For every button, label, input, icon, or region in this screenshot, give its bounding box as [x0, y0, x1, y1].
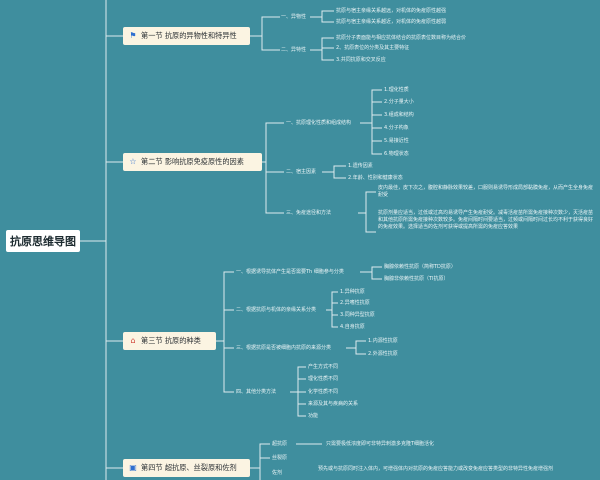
bookmark-icon: ▣ — [129, 463, 137, 472]
s3-branch-3[interactable]: 三、根据抗原是否被细胞内抗原的来源分类 — [236, 345, 332, 351]
s4-branch-1[interactable]: 超抗原 — [272, 441, 288, 447]
section-2-node[interactable]: ☆ 第二节 影响抗原免疫原性的因素 — [123, 153, 262, 171]
s3-b4-item-3: 化学性质不同 — [308, 389, 339, 395]
s1-b2-item-2: 2、抗原表位的分类及其主要特征 — [336, 45, 410, 51]
s3-b3-item-1: 1.内源性抗原 — [368, 338, 398, 344]
section-1-title: 第一节 抗原的异物性和特异性 — [141, 31, 237, 40]
s1-b1-item-2: 抗原与宿主亲缘关系越近，对机体的免疫原性越弱 — [336, 19, 447, 25]
s4-b1-item-1: 只需要极低浓度即可非特异刺激多克隆T细胞活化 — [326, 441, 435, 447]
s3-b2-item-4: 4.自身抗原 — [340, 324, 365, 330]
s2-b3-item-2: 抗原剂量应适当，过低或过高均易诱导产生免疫耐受。减毒活疫苗所需免疫接种次数少，灭… — [378, 210, 594, 230]
s1-branch-1[interactable]: 一、异物性 — [281, 14, 307, 20]
s4-branch-3[interactable]: 佐剂 — [272, 470, 283, 476]
s3-b1-item-2: 胸腺非依赖性抗原（TI抗原） — [384, 276, 449, 282]
s3-b3-item-2: 2.外源性抗原 — [368, 351, 398, 357]
section-1-node[interactable]: ⚑ 第一节 抗原的异物性和特异性 — [123, 27, 250, 45]
s2-branch-2[interactable]: 二、宿主因素 — [286, 169, 317, 175]
section-4-title: 第四节 超抗原、丝裂原和佐剂 — [141, 463, 237, 472]
s3-b2-item-1: 1.异种抗原 — [340, 289, 365, 295]
s3-b1-item-1: 胸腺依赖性抗原（简称TD抗原） — [384, 264, 456, 270]
s3-branch-1[interactable]: 一、根据诱导抗体产生是否需要Th 细胞参与分类 — [236, 269, 344, 275]
flag-icon: ⚑ — [129, 31, 137, 40]
section-4-node[interactable]: ▣ 第四节 超抗原、丝裂原和佐剂 — [123, 459, 250, 477]
s2-b1-item-3: 3.组成和结构 — [384, 112, 414, 118]
s2-b1-item-5: 5.易接近性 — [384, 138, 409, 144]
s1-b2-item-1: 抗原分子表面能与相应抗体结合的抗原表位数目称为结合价 — [336, 35, 467, 41]
s3-b4-item-5: 功能 — [308, 413, 319, 419]
section-3-node[interactable]: ⌂ 第三节 抗原的种类 — [123, 332, 216, 350]
s2-b1-item-1: 1.理化性质 — [384, 87, 409, 93]
section-2-title: 第二节 影响抗原免疫原性的因素 — [141, 157, 244, 166]
s3-b4-item-4: 来源及其与疾病的关系 — [308, 401, 359, 407]
s2-branch-3[interactable]: 三、免疫途径和方法 — [286, 210, 332, 216]
section-3-title: 第三节 抗原的种类 — [141, 336, 201, 345]
s1-b1-item-1: 抗原与宿主亲缘关系越远，对机体的免疫原性越强 — [336, 8, 447, 14]
s4-b3-item-1: 预先或与抗原同时注入体内，可增强体内对抗原的免疫应答能力或改变免疫应答类型的非特… — [318, 466, 554, 472]
root-node[interactable]: 抗原思维导图 — [6, 230, 80, 252]
star-icon: ☆ — [129, 157, 137, 166]
s4-branch-2[interactable]: 丝裂原 — [272, 455, 288, 461]
s2-b2-item-2: 2.年龄、性别和健康状态 — [348, 175, 403, 181]
s3-b4-item-1: 产生方式不同 — [308, 364, 339, 370]
s3-branch-2[interactable]: 二、根据抗原与机体的亲缘关系分类 — [236, 307, 317, 313]
home-icon: ⌂ — [130, 336, 136, 345]
s2-b2-item-1: 1.遗传因素 — [348, 163, 373, 169]
s2-b1-item-6: 6.物理状态 — [384, 151, 409, 157]
s2-branch-1[interactable]: 一、抗原理化性质和组成结构 — [286, 120, 352, 126]
s3-b2-item-2: 2.异嗜性抗原 — [340, 300, 370, 306]
s3-b2-item-3: 3.同种异型抗原 — [340, 312, 375, 318]
s1-b2-item-3: 3.共同抗原和交叉反应 — [336, 57, 386, 63]
s1-branch-2[interactable]: 二、异特性 — [281, 47, 307, 53]
s3-branch-4[interactable]: 四、其他分类方法 — [236, 389, 277, 395]
s3-b4-item-2: 理化性质不同 — [308, 376, 339, 382]
s2-b1-item-2: 2.分子量大小 — [384, 99, 414, 105]
s2-b3-item-1: 皮内最佳，皮下次之，腹腔和静脉效果较差，口服则易诱导形成局部黏膜免疫，从而产生全… — [378, 185, 594, 198]
s2-b1-item-4: 4.分子构象 — [384, 125, 409, 131]
